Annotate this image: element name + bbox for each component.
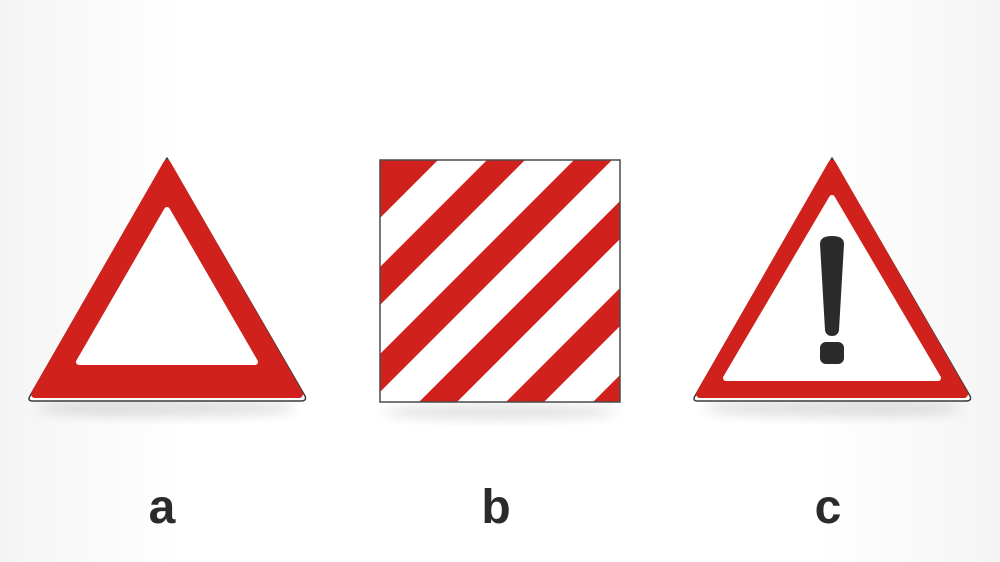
label-c: c <box>814 481 842 534</box>
striped-panel-icon <box>379 159 621 419</box>
striped-square-sign-b <box>370 150 630 420</box>
exclamation-warning-icon <box>693 157 972 417</box>
label-b: b <box>481 481 511 534</box>
warning-triangle-sign-a <box>25 150 310 420</box>
exclamation-dot-icon <box>820 342 844 364</box>
triangle-sign-icon <box>28 157 307 417</box>
warning-triangle-sign-c <box>690 150 975 420</box>
exclamation-bar-icon <box>820 236 844 336</box>
label-a: a <box>148 481 176 534</box>
